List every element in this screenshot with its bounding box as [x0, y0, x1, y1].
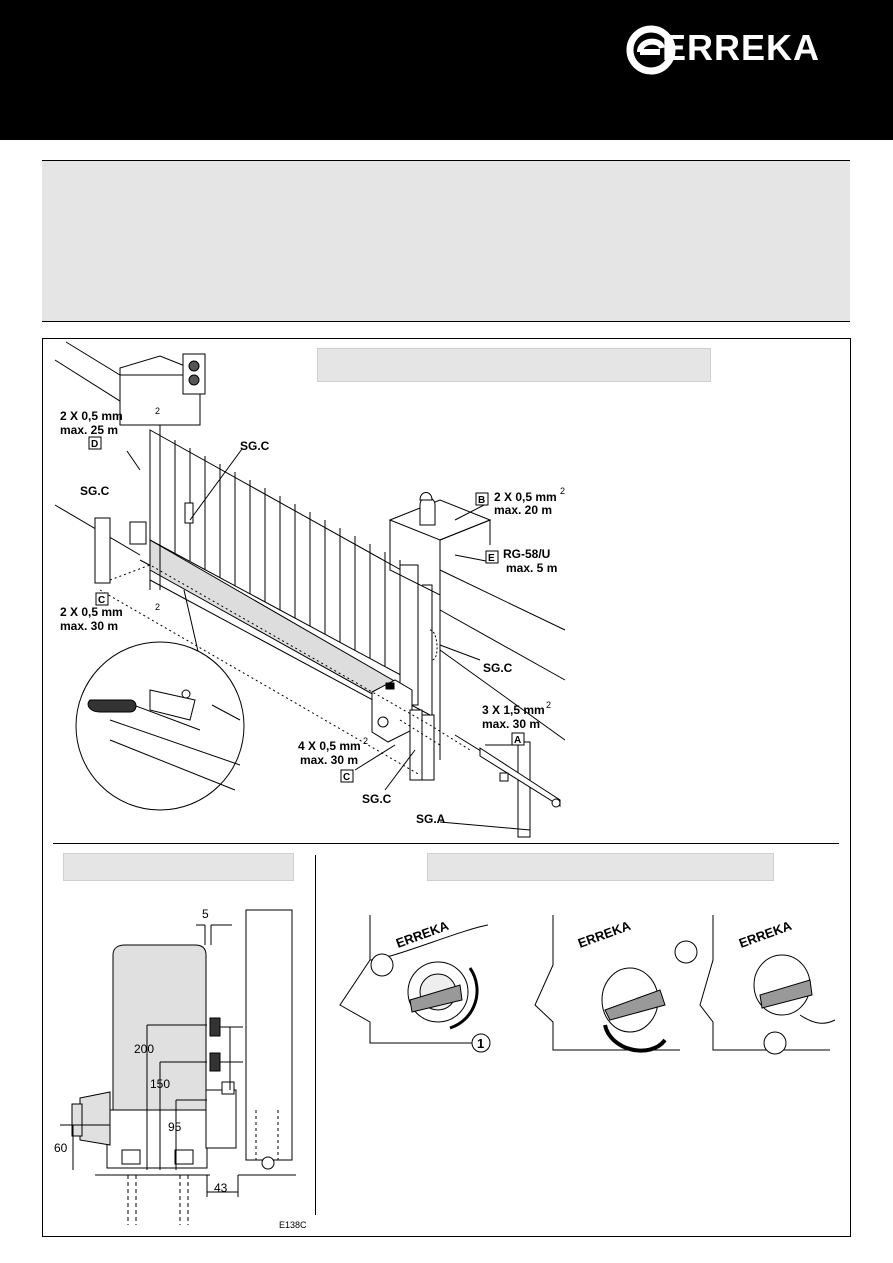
release-title-bar: [427, 853, 774, 881]
erreka-logo-icon: [626, 25, 676, 75]
sgc-bottom-label: SG.C: [362, 792, 392, 806]
label-box-c-left: [95, 592, 109, 606]
cable-c-bottom-sup: 2: [363, 736, 368, 746]
cable-c-left-letter: C: [98, 595, 105, 606]
cable-b-max: max. 20 m: [494, 503, 552, 517]
cable-e-max: max. 5 m: [506, 561, 557, 575]
dim-43: 43: [214, 1181, 228, 1195]
label-box-e: [485, 550, 499, 564]
cable-b-letter: B: [478, 495, 485, 506]
cable-d-sup: 2: [155, 406, 160, 416]
label-box-d: [88, 436, 102, 450]
cable-a-sup: 2: [546, 700, 551, 710]
drawing-code: E138C: [279, 1220, 307, 1230]
sga-label: SG.A: [416, 812, 446, 826]
cable-c-left-max: max. 30 m: [60, 619, 118, 633]
brand-name: ERREKA: [662, 27, 821, 68]
header-bar: ERREKA: [0, 0, 893, 140]
sgc-right-label: SG.C: [483, 661, 513, 675]
dim-60: 60: [54, 1141, 68, 1155]
cable-b-sup: 2: [560, 486, 565, 496]
cable-e-letter: E: [488, 553, 495, 564]
cable-e-spec: RG-58/U: [503, 547, 550, 561]
cable-a-letter: A: [514, 735, 521, 746]
dim-95: 95: [168, 1120, 182, 1134]
release-step-1-number: 1: [477, 1036, 484, 1051]
sgc-left-label: SG.C: [80, 484, 110, 498]
release-steps: [339, 915, 836, 1055]
cable-c-bottom-letter: C: [343, 772, 350, 783]
dimensions-title-bar: [63, 853, 294, 881]
label-box-c-bottom: [340, 769, 354, 783]
label-box-b: [475, 492, 489, 506]
cable-a-spec: 3 X 1,5 mm: [482, 703, 545, 717]
cable-a-max: max. 30 m: [482, 717, 540, 731]
cable-d-spec: 2 X 0,5 mm: [60, 409, 123, 423]
installation-title-bar: [317, 348, 711, 382]
cable-d-max: max. 25 m: [60, 423, 118, 437]
release-logo-3: ERREKA: [737, 918, 794, 951]
sgc-gate-label: SG.C: [240, 439, 270, 453]
cable-b-spec: 2 X 0,5 mm: [494, 490, 557, 504]
column-divider: [315, 855, 316, 1215]
section-divider: [53, 843, 839, 844]
dim-200: 200: [134, 1042, 154, 1056]
label-box-a: [511, 732, 525, 746]
dimensions-drawing: [60, 909, 296, 1225]
cable-d-letter: D: [91, 439, 98, 450]
dim-5: 5: [202, 907, 209, 921]
intro-box: [42, 160, 850, 322]
main-frame: [42, 338, 851, 1237]
cable-c-bottom-spec: 4 X 0,5 mm: [298, 739, 361, 753]
cable-c-left-spec: 2 X 0,5 mm: [60, 605, 123, 619]
dim-150: 150: [150, 1077, 170, 1091]
cable-c-left-sup: 2: [155, 602, 160, 612]
cable-c-bottom-max: max. 30 m: [300, 753, 358, 767]
release-logo-2: ERREKA: [576, 918, 633, 951]
